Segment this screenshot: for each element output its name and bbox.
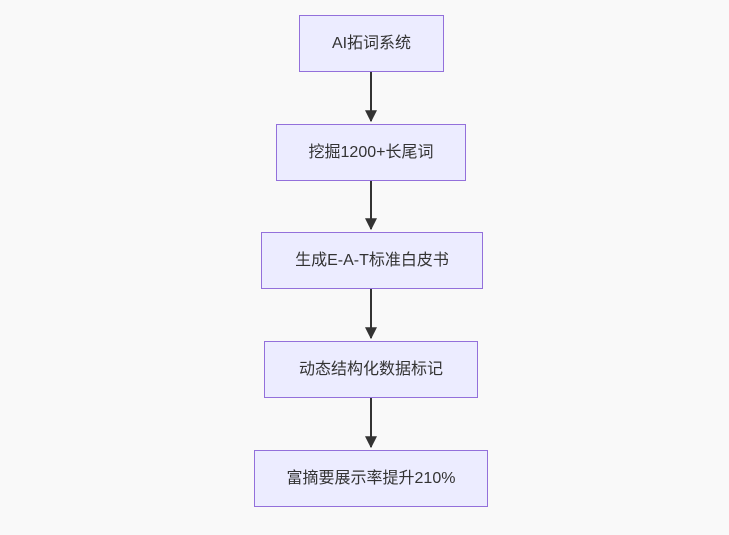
- flow-node-ai-word-expansion-system: AI拓词系统: [299, 15, 444, 72]
- node-label: 挖掘1200+长尾词: [308, 143, 434, 161]
- flow-node-dynamic-structured-data-markup: 动态结构化数据标记: [264, 341, 478, 398]
- flow-node-rich-snippet-rate-increase: 富摘要展示率提升210%: [254, 450, 488, 507]
- flow-node-generate-eat-whitepaper: 生成E-A-T标准白皮书: [261, 232, 483, 289]
- node-label: AI拓词系统: [331, 34, 412, 52]
- node-label: 生成E-A-T标准白皮书: [295, 251, 449, 269]
- node-label: 富摘要展示率提升210%: [286, 469, 456, 487]
- node-label: 动态结构化数据标记: [298, 360, 443, 378]
- flow-node-mine-longtail-keywords: 挖掘1200+长尾词: [276, 124, 466, 181]
